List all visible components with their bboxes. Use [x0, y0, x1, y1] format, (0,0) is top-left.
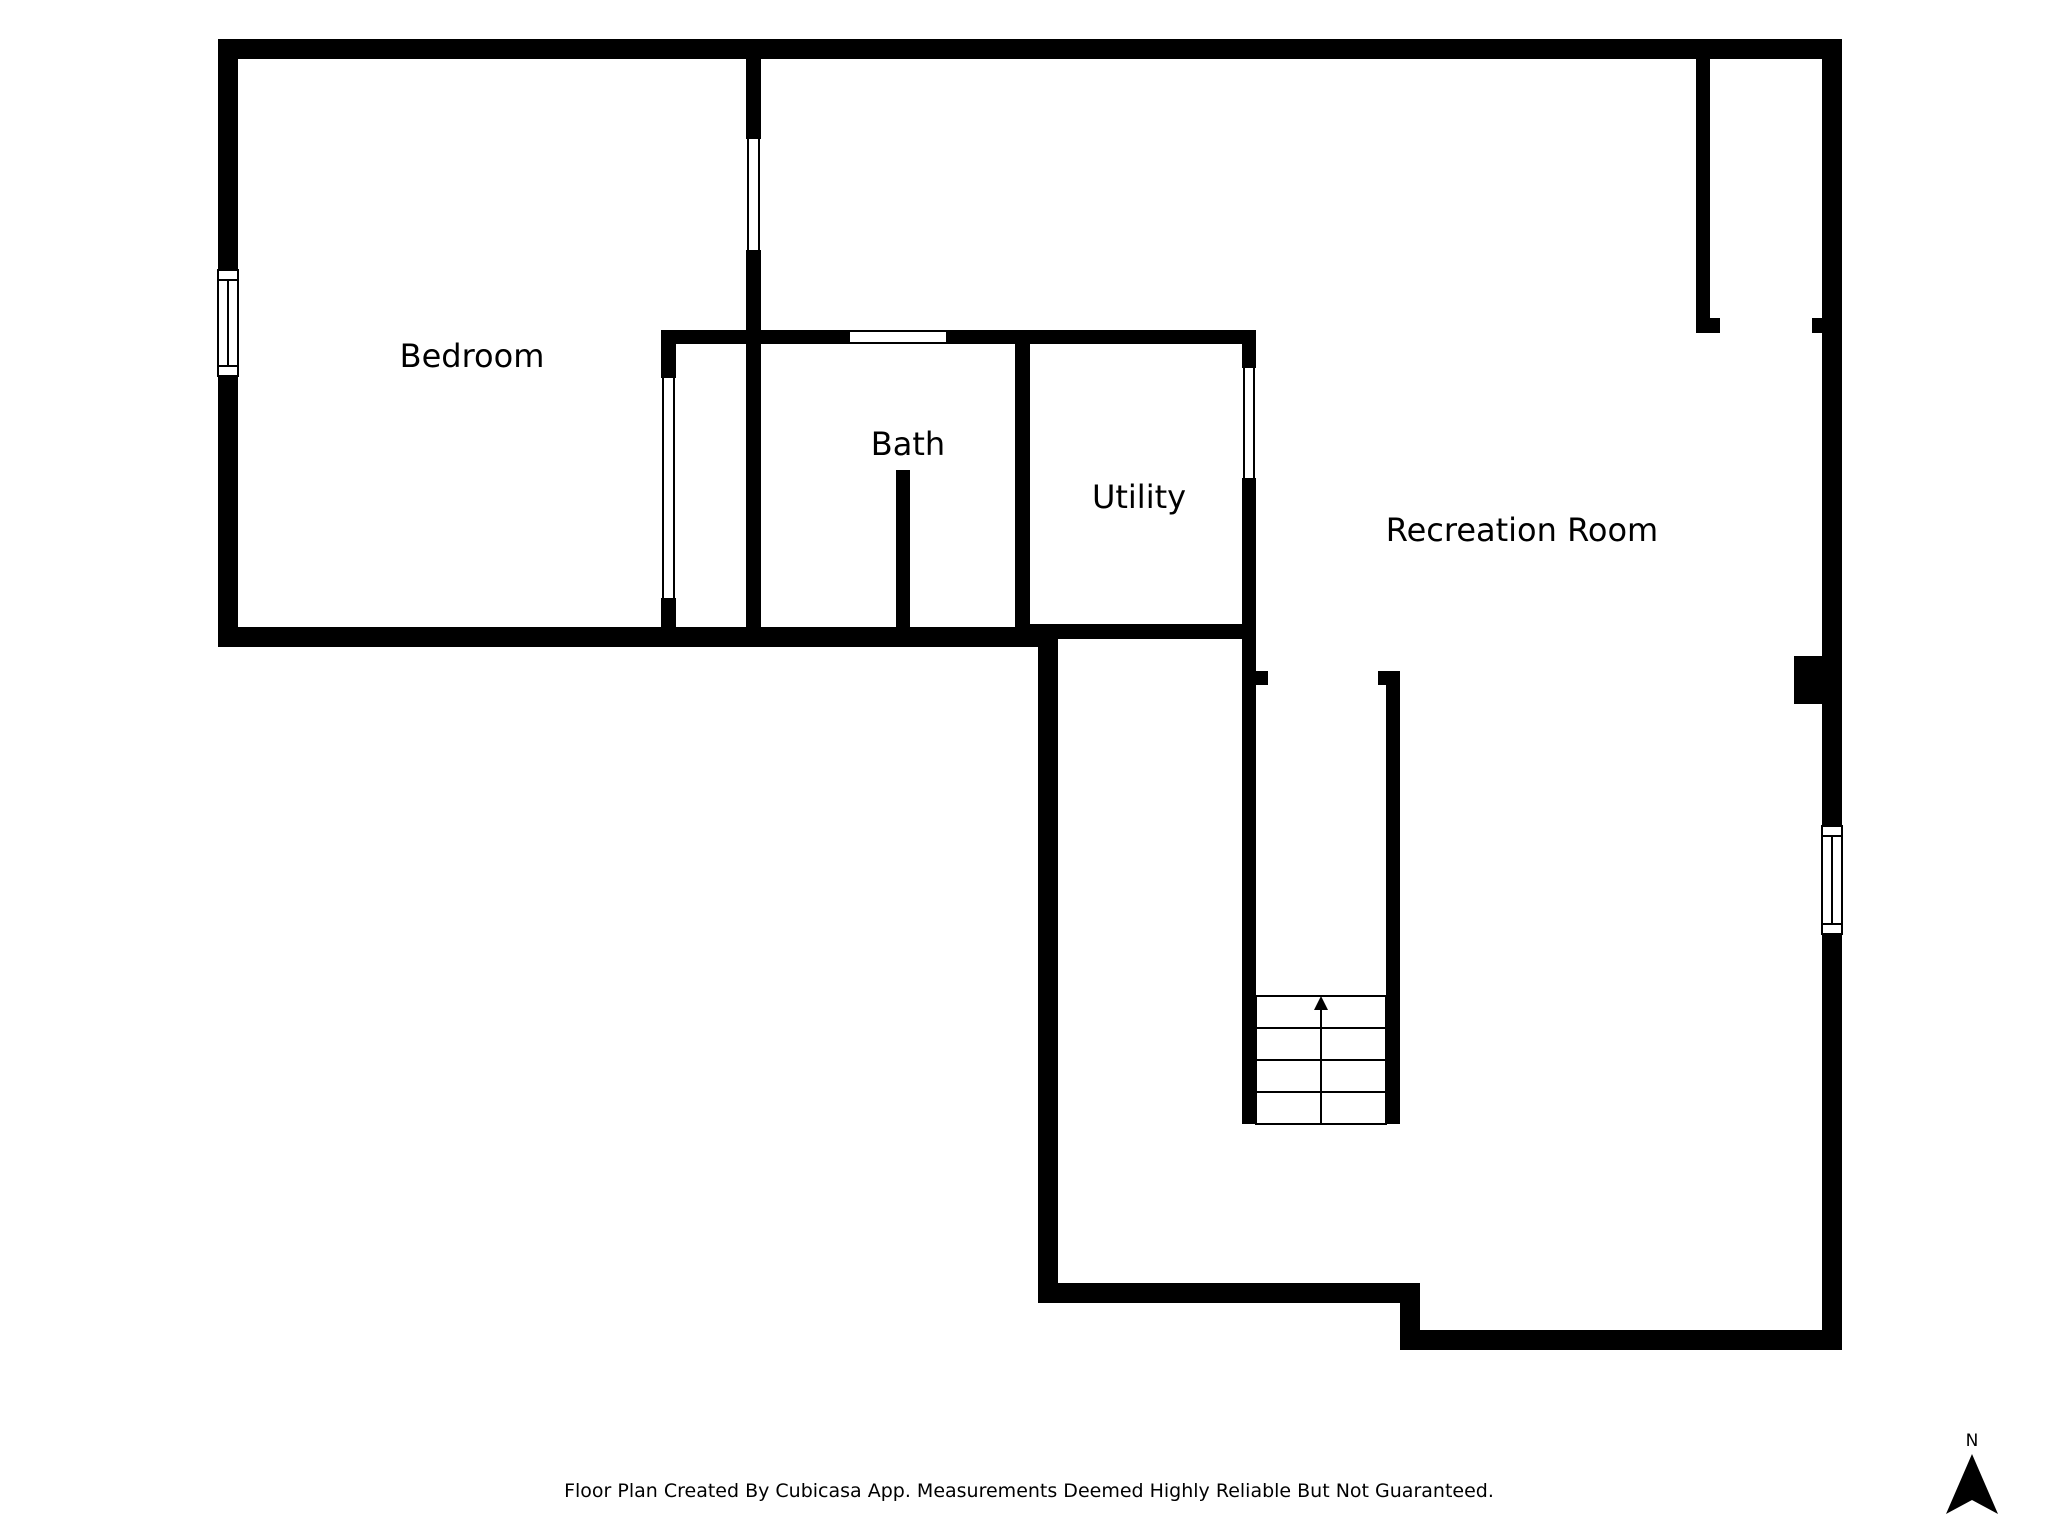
windows [217, 269, 1843, 935]
room-label-recreation-room: Recreation Room [1386, 511, 1658, 549]
exterior-walls [218, 39, 1842, 1350]
staircase [1255, 995, 1387, 1125]
compass-north-label: N [1966, 1431, 1979, 1451]
room-label-bedroom: Bedroom [400, 337, 545, 375]
footer-disclaimer: Floor Plan Created By Cubicasa App. Meas… [564, 1480, 1494, 1502]
recreation-room-window [1821, 825, 1843, 935]
bedroom-window [217, 269, 239, 377]
room-label-utility: Utility [1092, 478, 1186, 516]
compass: N [1946, 1431, 1998, 1514]
stair-up-arrow-icon [1314, 996, 1328, 1010]
interior-walls [661, 59, 1826, 1124]
room-label-bath: Bath [871, 425, 945, 463]
north-arrow-icon [1946, 1454, 1998, 1514]
room-labels: Bedroom Bath Utility Recreation Room [400, 337, 1659, 549]
openings [662, 139, 1255, 598]
